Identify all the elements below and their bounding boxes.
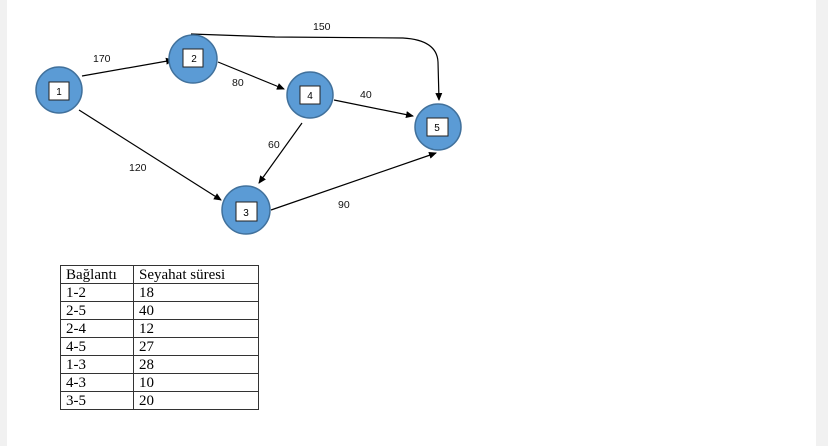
cell-connection: 4-5 bbox=[60, 337, 134, 356]
edge-label-4-3: 60 bbox=[268, 139, 280, 151]
cell-travel-time: 18 bbox=[133, 283, 259, 302]
table-row: 2-4 12 bbox=[60, 319, 259, 338]
table-row: 2-5 40 bbox=[60, 301, 259, 320]
edge-1-3 bbox=[78, 109, 222, 201]
node-4[interactable]: 4 bbox=[286, 71, 334, 119]
edge-3-5 bbox=[270, 151, 437, 211]
cell-connection: 2-5 bbox=[60, 301, 134, 320]
cell-connection: 4-3 bbox=[60, 373, 134, 392]
travel-time-table: Bağlantı Seyahat süresi 1-2 18 2-5 40 2-… bbox=[60, 265, 259, 410]
edge-label-2-5: 150 bbox=[313, 21, 331, 33]
cell-connection: 2-4 bbox=[60, 319, 134, 338]
edge-label-3-5: 90 bbox=[338, 199, 350, 211]
table-row: 1-2 18 bbox=[60, 283, 259, 302]
node-label-3: 3 bbox=[243, 208, 249, 219]
edge-label-2-4: 80 bbox=[232, 77, 244, 89]
document-page: 170 120 80 150 40 60 90 1 2 4 5 bbox=[7, 0, 816, 446]
network-diagram: 170 120 80 150 40 60 90 1 2 4 5 bbox=[35, 21, 462, 235]
table-row: 1-3 28 bbox=[60, 355, 259, 374]
edge-4-5 bbox=[333, 99, 414, 119]
node-1[interactable]: 1 bbox=[35, 66, 83, 114]
cell-travel-time: 40 bbox=[133, 301, 259, 320]
edge-2-5 bbox=[190, 33, 443, 101]
travel-time-table-container: Bağlantı Seyahat süresi 1-2 18 2-5 40 2-… bbox=[60, 265, 259, 410]
cell-travel-time: 20 bbox=[133, 391, 259, 410]
node-label-1: 1 bbox=[56, 87, 62, 98]
node-3[interactable]: 3 bbox=[221, 185, 271, 235]
table-row: 4-5 27 bbox=[60, 337, 259, 356]
cell-connection: 1-3 bbox=[60, 355, 134, 374]
node-5[interactable]: 5 bbox=[414, 103, 462, 151]
cell-connection: 3-5 bbox=[60, 391, 134, 410]
cell-connection: 1-2 bbox=[60, 283, 134, 302]
cell-travel-time: 27 bbox=[133, 337, 259, 356]
node-label-4: 4 bbox=[307, 91, 313, 102]
edge-label-1-3: 120 bbox=[129, 162, 147, 174]
header-connection: Bağlantı bbox=[60, 265, 134, 284]
cell-travel-time: 12 bbox=[133, 319, 259, 338]
node-label-2: 2 bbox=[191, 54, 197, 65]
edge-4-3 bbox=[258, 122, 303, 184]
cell-travel-time: 10 bbox=[133, 373, 259, 392]
table-header-row: Bağlantı Seyahat süresi bbox=[60, 265, 259, 284]
edge-label-1-2: 170 bbox=[93, 53, 111, 65]
node-2[interactable]: 2 bbox=[168, 34, 218, 84]
table-row: 3-5 20 bbox=[60, 391, 259, 410]
cell-travel-time: 28 bbox=[133, 355, 259, 374]
table-row: 4-3 10 bbox=[60, 373, 259, 392]
edge-label-4-5: 40 bbox=[360, 89, 372, 101]
edge-2-4 bbox=[217, 61, 285, 90]
header-travel-time: Seyahat süresi bbox=[133, 265, 259, 284]
edge-1-2 bbox=[81, 57, 174, 77]
node-label-5: 5 bbox=[434, 123, 440, 134]
